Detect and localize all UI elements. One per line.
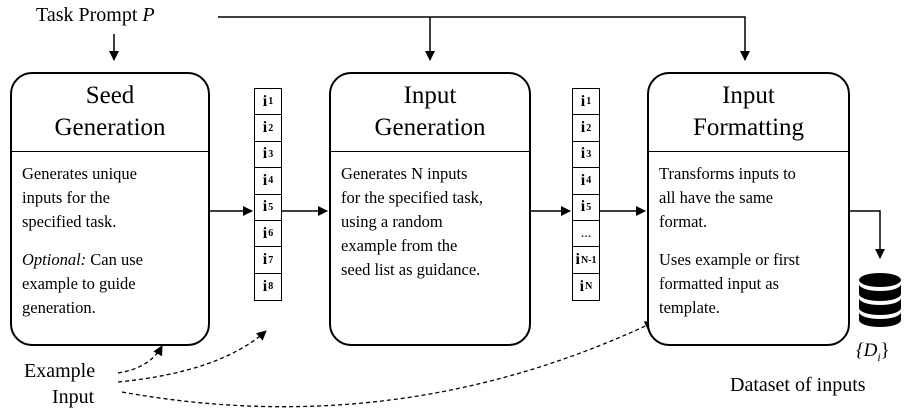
dataset-symbol: {Di}: [856, 340, 890, 364]
input-formatting-box: Input Formatting Transforms inputs to al…: [647, 72, 850, 346]
desc-line: seed list as guidance.: [341, 260, 481, 279]
desc-line: format.: [659, 212, 708, 231]
desc-line: inputs for the: [22, 188, 110, 207]
box-title-line: Generation: [54, 114, 166, 141]
task-prompt-label: Task Prompt P: [36, 4, 155, 27]
box-title-line: Generation: [374, 114, 486, 141]
arrow-formatting-to-dataset: [850, 210, 885, 259]
seed-generation-box: Seed Generation Generates unique inputs …: [10, 72, 210, 346]
desc-line: formatted input as: [659, 274, 780, 293]
seed-generation-title: Seed Generation: [12, 80, 208, 144]
dashed-arrow-example-to-seed: [117, 345, 163, 374]
input-formatting-title: Input Formatting: [649, 80, 848, 144]
dashed-arrow-example-to-formatting: [121, 321, 655, 408]
desc-line: Transforms inputs to: [659, 164, 796, 183]
task-prompt-symbol: P: [142, 4, 155, 26]
desc-line: for the specified task,: [341, 188, 484, 207]
desc-line: specified task.: [22, 212, 117, 231]
dataset-label: Dataset of inputs: [730, 374, 866, 396]
arrow-prompt-to-generation-and-formatting: [218, 16, 750, 61]
box-title-line: Input: [722, 82, 775, 109]
input-generation-box: Input Generation Generates N inputs for …: [329, 72, 531, 346]
desc-line: template.: [659, 298, 720, 317]
database-icon: [859, 273, 901, 327]
desc-line: Generates N inputs: [341, 164, 468, 183]
desc-line: example to guide: [22, 274, 136, 293]
task-prompt-text: Task Prompt: [36, 4, 138, 26]
box-divider: [12, 151, 208, 152]
example-input-line1: Example: [24, 360, 96, 382]
desc-line: example from the: [341, 236, 458, 255]
input-generation-title: Input Generation: [331, 80, 529, 144]
box-title-line: Seed: [85, 82, 135, 109]
box-divider: [649, 151, 848, 152]
seed-generation-description: Generates unique inputs for the specifie…: [22, 162, 200, 320]
desc-line: Can use: [86, 250, 143, 269]
optional-prefix: Optional:: [22, 250, 87, 269]
box-title-line: Formatting: [692, 114, 805, 141]
box-divider: [331, 151, 529, 152]
input-formatting-description: Transforms inputs to all have the same f…: [659, 162, 840, 320]
list-ellipsis: ...: [573, 221, 599, 248]
dashed-arrow-example-to-seed-list: [117, 330, 267, 383]
example-input-line2: Input: [52, 386, 95, 408]
box-title-line: Input: [403, 82, 457, 109]
desc-line: Generates unique: [22, 164, 137, 183]
desc-line: all have the same: [659, 188, 774, 207]
input-generation-description: Generates N inputs for the specified tas…: [341, 162, 521, 282]
optional-line: Optional: Can use: [22, 248, 200, 272]
desc-line: generation.: [22, 298, 96, 317]
desc-line: using a random: [341, 212, 443, 231]
desc-line: Uses example or first: [659, 250, 800, 269]
